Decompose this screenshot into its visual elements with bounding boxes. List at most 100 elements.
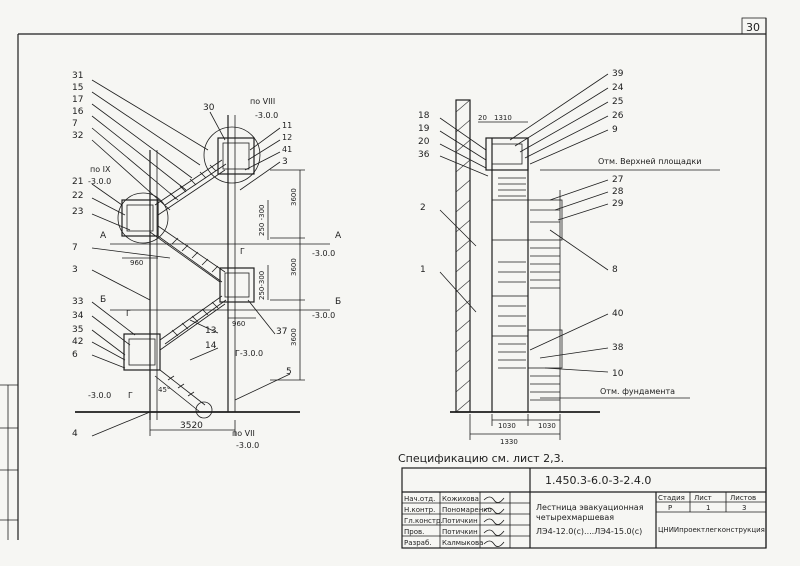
callout-l-3: 16 [72,107,84,117]
callout-l-1: 15 [72,83,83,93]
landing-mid [219,267,255,303]
dim-1310: 1310 [494,114,512,122]
detail-circle-vii [195,401,213,419]
callout-rr-3: 26 [612,111,624,121]
landing-2-r [491,199,563,241]
cut-g-left: Г [126,309,131,318]
callout-l-10: 3 [72,265,78,275]
section-vii-level: -3.0.0 [236,441,259,450]
stair-flights [149,159,227,413]
callout-l-11: 33 [72,297,83,307]
landing-top-r [485,137,529,171]
section-viii: по VIII [250,97,275,106]
callout-r-2: 12 [282,133,292,142]
callout-rr-10: 38 [612,343,624,353]
callout-rl-4: 2 [420,203,426,213]
signature-5 [483,540,505,547]
tb-title-2: четырехмаршевая [536,513,614,522]
tb-name-0: Кожихова [442,495,479,503]
dim-s1: 250 -300 [258,205,266,236]
callout-l-9: 7 [72,243,78,253]
section-viii-level: -3.0.0 [255,111,278,120]
tb-title-1: Лестница эвакуационная [536,503,644,512]
cut-g-upper: Г [240,247,245,256]
tb-name-4: Калмыкова [442,539,483,547]
tb-sheet-value: 1 [706,504,710,512]
callout-l-6: 21 [72,177,83,187]
callout-rr-4: 9 [612,125,618,135]
callout-rl-5: 1 [420,265,426,275]
landing-ix [121,199,159,237]
sheet-number-box [741,17,767,35]
cut-a-left: А [100,231,107,241]
dim-angle: 45° [158,386,170,394]
dimension-lines-left-view [110,169,330,436]
tb-role-1: Н.контр. [404,506,435,514]
callout-r-8: 37 [276,327,287,337]
callout-rr-2: 25 [612,97,623,107]
building-wall [455,99,471,413]
callout-l-12: 34 [72,311,84,321]
dim-h3: 3600 [290,328,298,346]
callout-rl-2: 20 [418,137,430,147]
dim-1030b: 1030 [538,422,556,430]
callout-l-2: 17 [72,95,83,105]
dim-960b: 960 [232,320,245,328]
tb-name-1: Пономаренко [442,506,492,514]
callout-l-5: 32 [72,131,83,141]
level-b: -3.0.0 [312,311,335,320]
callout-l-8: 23 [72,207,83,217]
tb-name-3: Потичкин [442,528,478,536]
cut-b-left: Б [100,295,106,305]
callout-rr-6: 28 [612,187,624,197]
callout-rr-9: 40 [612,309,624,319]
landing-low [123,333,161,371]
tb-sheet-label: Лист [694,494,712,502]
callout-r-1: 11 [282,121,292,130]
detail-circle-ix [117,192,169,244]
callout-leaders-right [189,111,291,401]
callout-r-7: 5 [286,367,292,377]
callout-l-4: 7 [72,119,78,129]
callout-r-5: 13 [205,326,216,336]
tb-sheets-value: 3 [742,504,746,512]
callout-l-0: 31 [72,71,83,81]
callout-l-13: 35 [72,325,83,335]
cut-a-right: А [335,231,342,241]
stair-steps-right [498,177,560,401]
callout-l-14: 42 [72,337,83,347]
landing-3-r [491,295,529,337]
sheet-number: 30 [746,21,760,34]
section-ix: по IX [90,165,111,174]
callout-l-15: 6 [72,350,78,360]
note-foundation-level: Отм. фундамента [600,387,675,396]
dim-20: 20 [478,114,487,122]
dim-s2: 250-300 [258,271,266,300]
callout-rr-11: 10 [612,369,624,379]
callout-rl-1: 19 [418,124,430,134]
signature-2 [483,507,505,514]
detail-circle-viii [203,126,261,184]
tb-org: ЦНИИпроектлегконструкция [658,526,765,534]
stair-treads [167,164,219,397]
cut-b-right: Б [335,297,341,307]
callout-r-6: 14 [205,341,217,351]
callout-rl-0: 18 [418,111,430,121]
tb-sheets-label: Листов [730,494,756,502]
callout-rl-3: 36 [418,150,430,160]
level-g: Г-3.0.0 [235,349,263,358]
dim-1030a: 1030 [498,422,516,430]
callout-l-16: 4 [72,429,78,439]
tb-role-3: Пров. [404,528,424,536]
title-block [401,467,767,549]
callout-rr-5: 27 [612,175,623,185]
dim-h1: 3600 [290,188,298,206]
dim-total: 3520 [180,421,203,431]
callout-rr-8: 8 [612,265,618,275]
tb-role-4: Разраб. [404,539,432,547]
tb-title-3: ЛЭ4-12.0(с)....ЛЭ4-15.0(с) [536,527,642,536]
callout-rr-7: 29 [612,199,624,209]
callout-r-0: 30 [203,103,215,113]
callout-r-3: 41 [282,145,292,154]
callout-r-4: 3 [282,157,288,167]
